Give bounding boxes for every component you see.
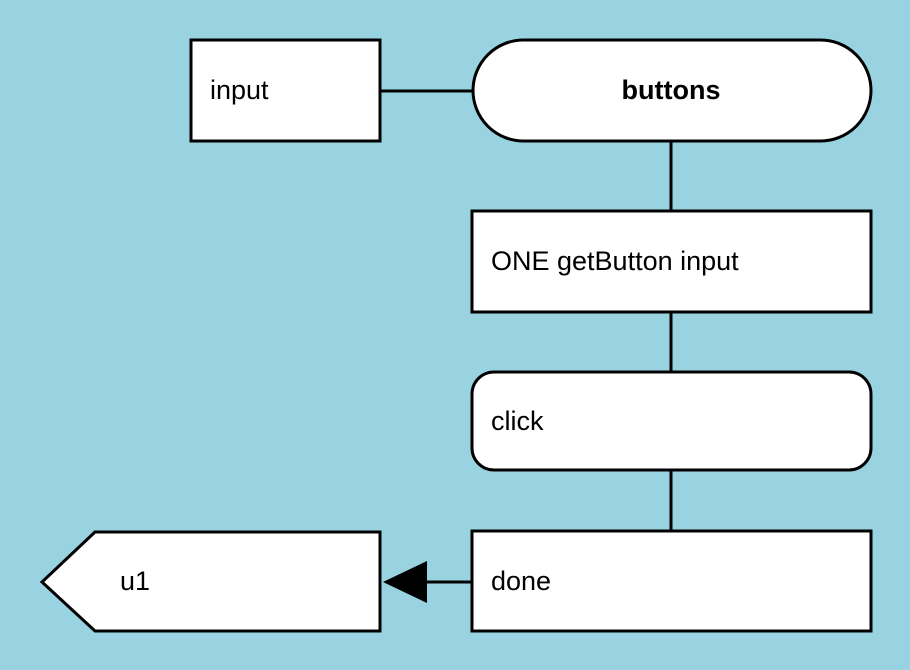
node-layer: input buttons ONE getButton input click … — [39, 38, 873, 633]
node-buttons-label: buttons — [622, 75, 721, 105]
node-click-shape — [470, 370, 873, 472]
node-click[interactable]: click — [470, 370, 873, 472]
edge-layer — [379, 89, 673, 603]
node-one-getbutton-input-label: ONE getButton input — [491, 246, 739, 276]
node-done-shape — [470, 529, 873, 633]
node-one-getbutton-input[interactable]: ONE getButton input — [470, 209, 873, 314]
node-u1[interactable]: u1 — [39, 530, 382, 633]
node-buttons[interactable]: buttons — [471, 38, 873, 143]
node-one-getbutton-input-shape — [470, 209, 873, 314]
node-u1-shape — [39, 530, 382, 633]
edge-done-to-u1 — [383, 561, 471, 603]
node-done[interactable]: done — [470, 529, 873, 633]
node-buttons-shape — [471, 38, 873, 143]
arrowhead-icon — [383, 561, 427, 603]
node-done-label: done — [491, 566, 551, 596]
node-click-label: click — [491, 406, 544, 436]
node-input[interactable]: input — [189, 38, 382, 143]
node-input-label: input — [210, 75, 269, 105]
node-input-shape — [189, 38, 382, 143]
node-u1-label: u1 — [120, 566, 150, 596]
